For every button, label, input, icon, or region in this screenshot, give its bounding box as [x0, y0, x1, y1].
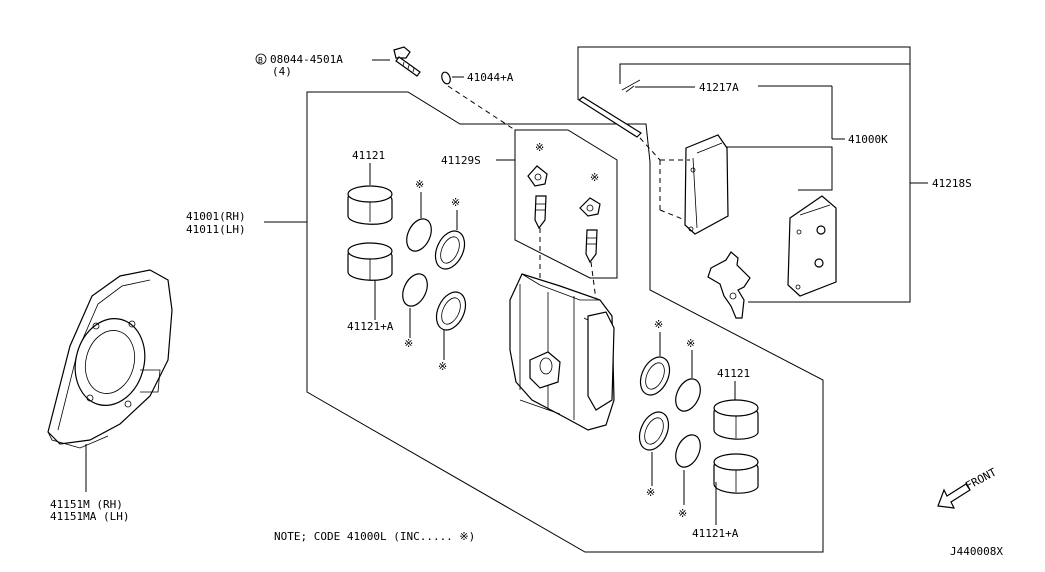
seal-left-lower	[402, 273, 428, 307]
piston-left-part-number: 41121	[352, 149, 385, 162]
bolt-part: B 08044-4501A (4)	[255, 46, 421, 78]
bleeder-cap-right	[579, 197, 601, 217]
star-marker: ※	[646, 486, 655, 499]
diagram-code: J440008X	[950, 545, 1003, 558]
parts-note: NOTE; CODE 41000L (INC..... ※)	[274, 530, 475, 543]
bolt-quantity: (4)	[272, 65, 292, 78]
piston-left-upper	[347, 185, 393, 225]
pad-kit-leader	[725, 146, 833, 191]
star-marker: ※	[590, 171, 599, 184]
caliper-body	[509, 273, 615, 431]
front-direction-indicator: FRONT	[937, 465, 999, 509]
seal-right-upper	[675, 378, 701, 412]
piston-right-lower	[713, 453, 759, 494]
hardware-kit-part-number: 41218S	[932, 177, 972, 190]
bleeder-kit-part-number: 41129S	[441, 154, 481, 167]
bleeder-kit-outline	[514, 129, 618, 279]
pin-bracket	[619, 63, 910, 84]
clip-part: 41044+A	[441, 71, 516, 131]
pad-kit-part-number: 41000K	[848, 133, 888, 146]
splash-shield-lh-part-number: 41151MA (LH)	[50, 510, 129, 523]
splash-shield	[47, 269, 173, 492]
pin-part-number: 41217A	[699, 81, 739, 94]
clip-part-number: 41044+A	[467, 71, 514, 84]
piston-seal-right-part-number: 41121+A	[692, 527, 739, 540]
piston-right-part-number: 41121	[717, 367, 750, 380]
hardware-kit-bracket	[577, 46, 911, 303]
piston-seal-left-part-number: 41121+A	[347, 320, 394, 333]
caliper-lh-part-number: 41011(LH)	[186, 223, 246, 236]
seal-left-upper	[406, 218, 432, 252]
inner-brake-pad	[659, 134, 729, 235]
star-marker: ※	[535, 141, 544, 154]
star-marker: ※	[415, 178, 424, 191]
pad-spring-part	[707, 251, 751, 319]
outer-brake-pad	[787, 195, 837, 297]
front-arrow-icon	[937, 483, 971, 509]
bleeder-screw-left	[534, 195, 547, 230]
star-marker: ※	[451, 196, 460, 209]
boot-right-lower	[638, 411, 670, 451]
bleeder-cap-left	[527, 165, 548, 187]
piston-right-upper	[713, 399, 759, 440]
pad-pin-part: 41217A	[577, 79, 833, 161]
star-marker: ※	[404, 337, 413, 350]
star-marker: ※	[654, 318, 663, 331]
splash-shield-rh-part-number: 41151M (RH)	[50, 498, 123, 511]
bleeder-screw-right	[585, 229, 598, 264]
caliper-rh-part-number: 41001(RH)	[186, 210, 246, 223]
boot-left-upper	[434, 230, 466, 270]
caliper-assembly-outline	[306, 91, 824, 553]
star-marker: ※	[678, 507, 687, 520]
boot-right-upper	[639, 356, 671, 396]
bolt-circle-letter: B	[258, 56, 263, 65]
front-label: FRONT	[963, 465, 999, 492]
boot-left-lower	[435, 291, 467, 331]
bolt-part-number: 08044-4501A	[270, 53, 343, 66]
star-marker: ※	[686, 337, 695, 350]
star-marker: ※	[438, 360, 447, 373]
piston-left-lower	[347, 242, 393, 281]
seal-right-lower	[675, 434, 701, 468]
bolt-circle-marker	[255, 53, 267, 65]
